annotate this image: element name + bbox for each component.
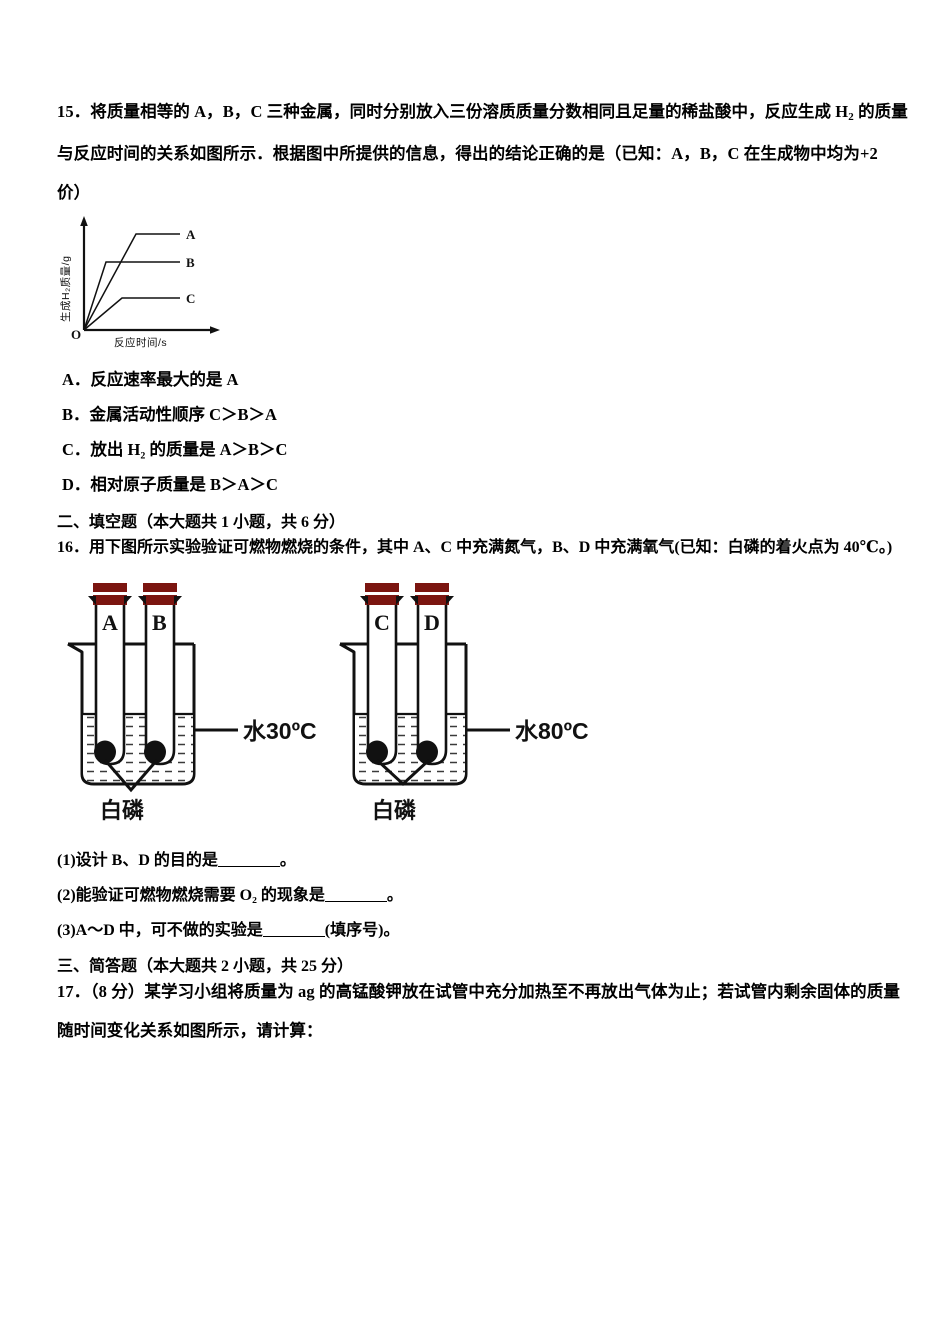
phosphorus-pointer-left (103, 759, 159, 793)
question-17-line-1: 17．（8 分）某学习小组将质量为 ag 的高锰酸钾放在试管中充分加热至不再放出… (57, 982, 900, 1001)
option-c-text: ．放出 H₂ 的质量是 A＞B＞C (73, 440, 288, 459)
section-3-heading: 三、简答题（本大题共 2 小题，共 25 分） (57, 958, 354, 975)
tube-label-d: D (424, 610, 440, 635)
water-label-right: 水80ºC (515, 718, 589, 744)
question-15-line-2: 与反应时间的关系如图所示．根据图中所提供的信息，得出的结论正确的是（已知：A，B… (57, 144, 878, 163)
tube-label-a: A (102, 610, 118, 635)
question-16-sub-3: (3)A～D 中，可不做的实验是 (填序号)。 (57, 916, 399, 940)
option-c-letter: C (62, 440, 74, 459)
chart-label-a: A (186, 227, 196, 242)
phosphorus-blob-c (366, 740, 388, 764)
question-15-line-3: 价） (57, 183, 91, 202)
question-15-stem: 15．将质量相等的 A，B，C 三种金属，同时分别放入三份溶质质量分数相同且足量… (57, 92, 919, 212)
x-axis (84, 326, 220, 334)
question-17-line-2: 随时间变化关系如图所示，请计算： (57, 1021, 323, 1040)
option-b-text: ．金属活动性顺序 C＞B＞A (73, 405, 277, 424)
option-a-letter: A (62, 370, 74, 389)
answer-blank-2[interactable] (324, 887, 387, 902)
question-15-line-1-text: 15．将质量相等的 A，B，C 三种金属，同时分别放入三份溶质质量分数相同且足量… (57, 102, 849, 121)
answer-blank-1[interactable] (217, 852, 280, 867)
stopper-b (138, 583, 182, 605)
chart-series-a (83, 233, 180, 331)
apparatus-left-setup: A B 白磷 水30ºC (67, 583, 317, 823)
question-16-sub-1-prefix: (1)设计 B、D 的目的是 (57, 852, 218, 869)
phosphorus-blob-a (94, 740, 116, 764)
option-a-text: ．反应速率最大的是 A (73, 370, 239, 389)
hydrogen-mass-vs-time-chart: A B C O 生成H₂质量/g 反应时间/s (52, 206, 287, 361)
option-a[interactable]: A．反应速率最大的是 A (62, 366, 238, 390)
option-b[interactable]: B．金属活动性顺序 C＞B＞A (62, 401, 277, 425)
combustion-experiment-diagram: A B 白磷 水30ºC (60, 578, 620, 823)
question-16-sub-2-suffix: 。 (386, 887, 403, 904)
question-16-sub-2: (2)能验证可燃物燃烧需要 O₂ 的现象是 。 (57, 881, 403, 905)
question-16-sub-2-prefix: (2)能验证可燃物燃烧需要 O₂ 的现象是 (57, 887, 325, 904)
phosphorus-pointer-right (375, 758, 431, 787)
phosphorus-blob-b (144, 740, 166, 764)
question-17-stem: 17．（8 分）某学习小组将质量为 ag 的高锰酸钾放在试管中充分加热至不再放出… (57, 972, 919, 1050)
question-16-sub-1: (1)设计 B、D 的目的是 。 (57, 846, 296, 870)
apparatus-right-setup: C D 白磷 水80ºC (339, 583, 589, 823)
stopper-c (360, 583, 404, 605)
option-c[interactable]: C．放出 H₂ 的质量是 A＞B＞C (62, 436, 287, 460)
y-axis (80, 216, 88, 330)
chart-series-b (83, 261, 180, 331)
question-16-sub-1-suffix: 。 (279, 852, 296, 869)
stopper-a (88, 583, 132, 605)
question-16-stem: 16．用下图所示实验验证可燃物燃烧的条件，其中 A、C 中充满氮气，B、D 中充… (57, 539, 893, 556)
tube-label-b: B (152, 610, 167, 635)
option-d-letter: D (62, 475, 74, 494)
chart-label-c: C (186, 291, 195, 306)
phosphorus-label-right: 白磷 (372, 798, 416, 823)
question-16-sub-3-prefix: (3)A～D 中，可不做的实验是 (57, 922, 263, 939)
chart-label-b: B (186, 255, 195, 270)
water-label-left: 水30ºC (243, 718, 317, 744)
question-15-line-1-tail: 的质量 (853, 102, 908, 121)
option-b-letter: B (62, 405, 74, 424)
answer-blank-3[interactable] (262, 922, 325, 937)
question-15-subscript: 2 (848, 111, 854, 123)
phosphorus-label-left: 白磷 (100, 798, 144, 823)
chart-ylabel: 生成H₂质量/g (59, 256, 72, 322)
option-d-text: ．相对原子质量是 B＞A＞C (73, 475, 278, 494)
phosphorus-blob-d (416, 740, 438, 764)
question-15-line-1: 15．将质量相等的 A，B，C 三种金属，同时分别放入三份溶质质量分数相同且足量… (57, 92, 919, 134)
section-2-heading: 二、填空题（本大题共 1 小题，共 6 分） (57, 514, 346, 531)
stopper-d (410, 583, 454, 605)
option-d[interactable]: D．相对原子质量是 B＞A＞C (62, 471, 278, 495)
chart-series-c (83, 297, 180, 331)
chart-xlabel: 反应时间/s (114, 336, 167, 349)
chart-origin-label: O (71, 327, 81, 342)
question-16-sub-3-suffix: (填序号)。 (324, 922, 400, 939)
tube-label-c: C (374, 610, 390, 635)
